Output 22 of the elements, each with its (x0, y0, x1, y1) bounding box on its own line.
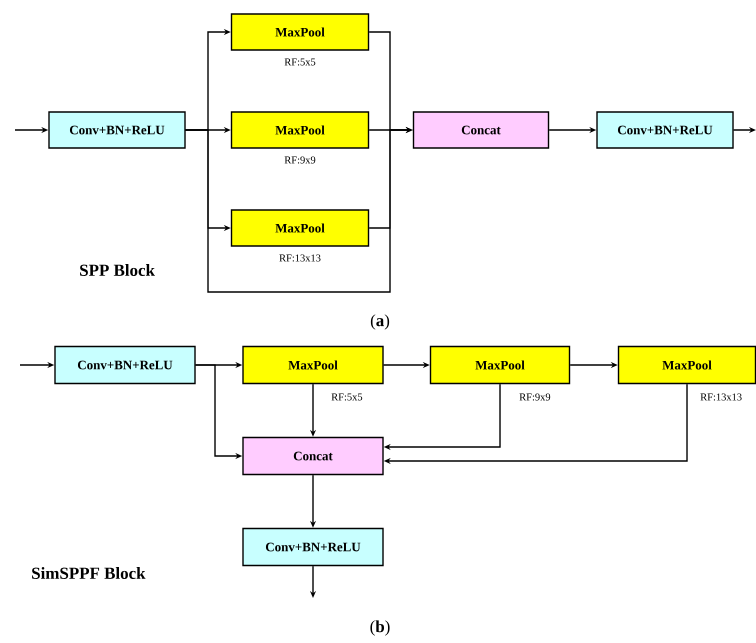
maxpool-box: MaxPool (242, 346, 384, 384)
conv-box: Conv+BN+ReLU (54, 346, 196, 384)
block-label: SPP Block (80, 264, 155, 276)
maxpool-box: MaxPool (430, 346, 570, 384)
maxpool-box: MaxPool (230, 13, 370, 51)
rf-label: RF:5x5 (284, 58, 316, 66)
rf-label: RF:13x13 (279, 254, 321, 262)
rf-label: RF:5x5 (332, 394, 362, 400)
maxpool-box: MaxPool (230, 209, 370, 247)
panel-label: (a) (370, 314, 390, 330)
maxpool-box: MaxPool (618, 346, 756, 384)
panel-label: (b) (370, 620, 390, 636)
conv-box: Conv+BN+ReLU (596, 111, 734, 149)
rf-label: RF:13x13 (700, 393, 742, 401)
block-label: SimSPPF Block (32, 567, 146, 579)
concat-box: Concat (412, 111, 550, 149)
rf-label: RF:9x9 (284, 156, 316, 164)
conv-box: Conv+BN+ReLU (48, 111, 186, 149)
rf-label: RF:9x9 (520, 393, 550, 401)
maxpool-box: MaxPool (230, 111, 370, 149)
concat-box: Concat (242, 436, 384, 476)
conv-box: Conv+BN+ReLU (242, 528, 384, 566)
